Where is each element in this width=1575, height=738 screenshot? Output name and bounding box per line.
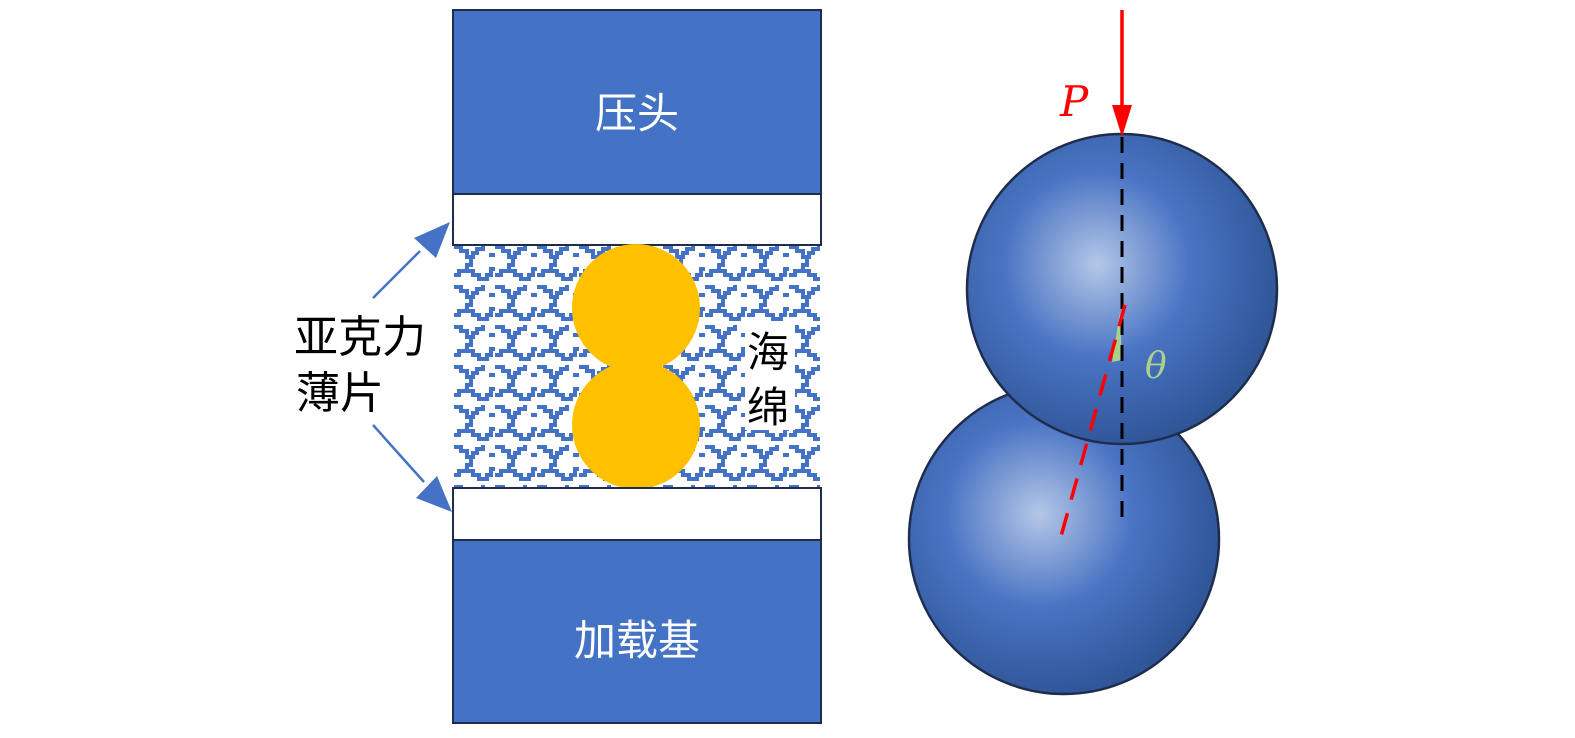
- base-label: 加载基: [574, 616, 700, 665]
- loading-base-block: [452, 539, 822, 724]
- particle-bottom: [572, 361, 700, 489]
- arrow-to-upper-plate: [372, 250, 421, 299]
- lower-acrylic-plate: [452, 487, 822, 541]
- loading-apparatus: 压头 海 绵 加载基 亚克力 薄片: [294, 9, 822, 724]
- force-arrowhead: [1112, 105, 1132, 137]
- arrowhead-upper: [414, 222, 450, 258]
- particle-top: [572, 244, 700, 372]
- plate-label-2: 薄片: [296, 368, 384, 419]
- plate-label-1: 亚克力: [294, 312, 426, 363]
- sponge-label-2: 绵: [747, 383, 789, 432]
- angle-label: θ: [1145, 346, 1167, 387]
- arrow-to-lower-plate: [372, 424, 425, 483]
- force-label: P: [1059, 77, 1089, 126]
- upper-acrylic-plate: [452, 193, 822, 246]
- sphere-contact-model: θ P: [907, 10, 1279, 696]
- indenter-block: [452, 9, 822, 195]
- indenter-label: 压头: [595, 89, 679, 138]
- contact-axis-dashed: [1058, 304, 1127, 541]
- arrowhead-lower: [416, 476, 452, 512]
- sponge-label-1: 海: [747, 328, 789, 377]
